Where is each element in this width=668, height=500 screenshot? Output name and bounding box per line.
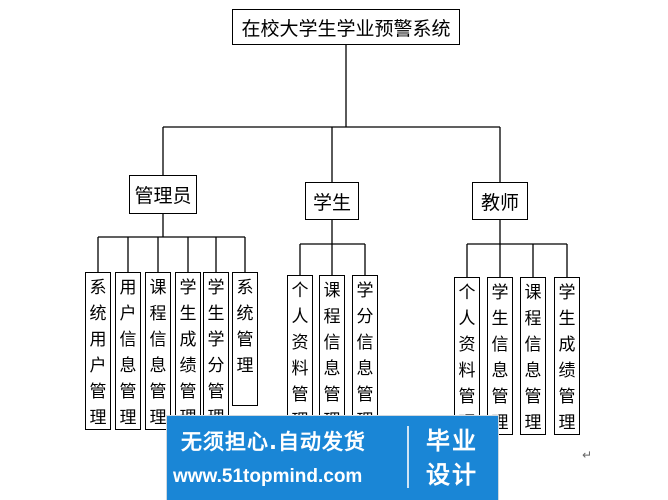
root-node: 在校大学生学业预警系统: [232, 9, 460, 45]
watermark-badge-line2: 设计: [426, 461, 478, 489]
module-node: 课程信息管理: [145, 272, 171, 430]
watermark-divider: [407, 426, 409, 488]
watermark-badge: 毕业 设计: [417, 424, 487, 492]
group-node-student: 学生: [305, 182, 359, 220]
module-node: 学分信息管理: [352, 275, 378, 433]
watermark-banner: 无须担心.自动发货 www.51topmind.com 毕业 设计: [167, 416, 498, 500]
group-node-admin: 管理员: [129, 175, 197, 214]
watermark-badge-line1: 毕业: [426, 427, 478, 455]
module-node: 课程信息管理: [520, 277, 546, 435]
group-node-teacher: 教师: [472, 182, 528, 220]
module-node: 课程信息管理: [319, 275, 345, 433]
module-node: 学生成绩管理: [554, 277, 580, 435]
module-node: 用户信息管理: [115, 272, 141, 430]
module-node: 学生学分管理: [203, 272, 229, 430]
module-node: 学生成绩管理: [175, 272, 201, 430]
module-node: 个人资料管理: [454, 277, 480, 435]
watermark-website: www.51topmind.com: [173, 466, 363, 487]
paragraph-mark: ↵: [582, 448, 593, 462]
module-node: 个人资料管理: [287, 275, 313, 433]
module-node: 学生信息管理: [487, 277, 513, 435]
watermark-slogan: 无须担心.自动发货: [181, 430, 366, 454]
module-node: 系统管理: [232, 272, 258, 406]
module-node: 系统用户管理: [85, 272, 111, 430]
